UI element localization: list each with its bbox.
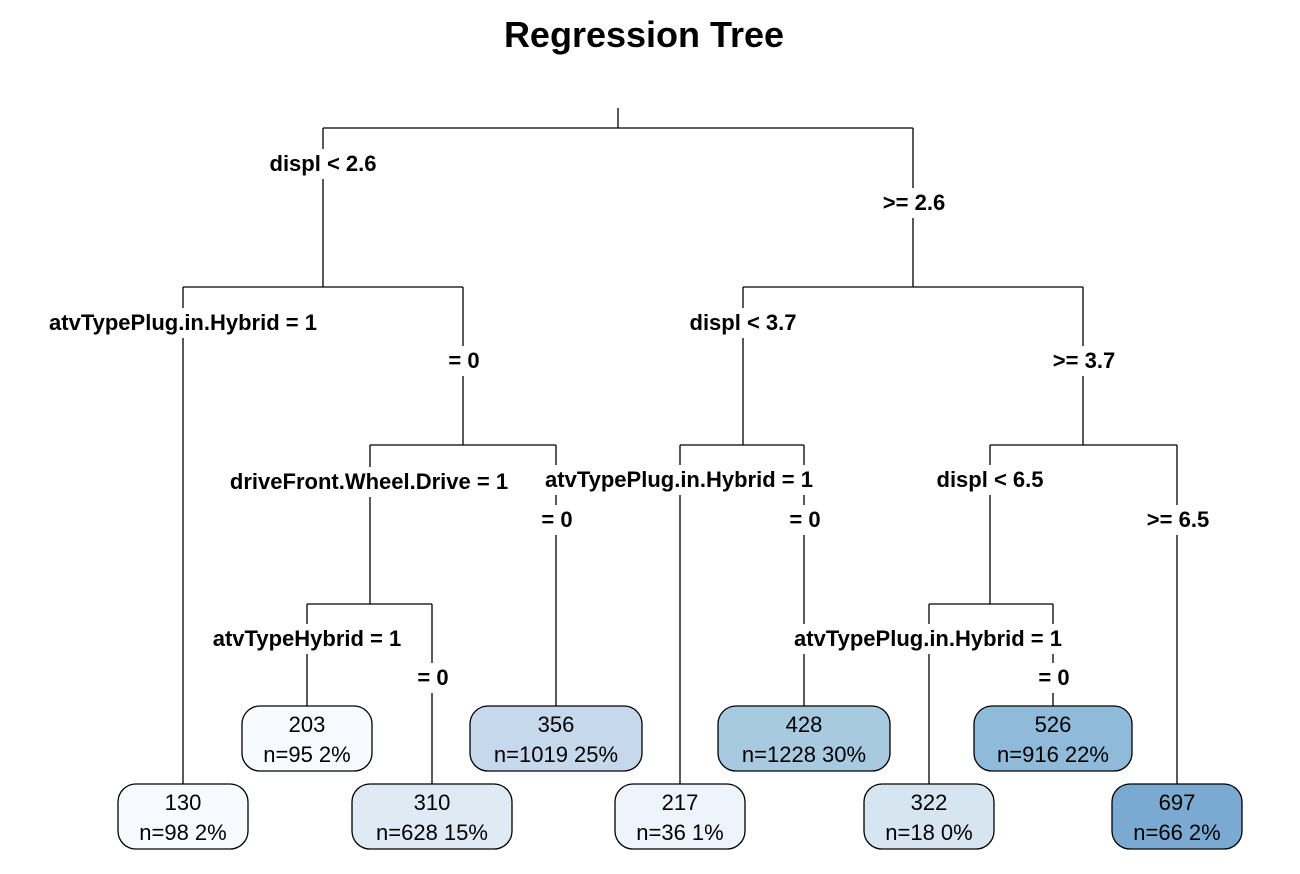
split-label-n5-left: driveFront.Wheel.Drive = 1 [230, 469, 508, 494]
split-label-n2-right: = 0 [448, 348, 479, 373]
split-labels: displ < 2.6 >= 2.6 atvTypePlug.in.Hybrid… [25, 149, 1216, 693]
split-label-n7-right: >= 6.5 [1147, 507, 1209, 532]
diagram-title: Regression Tree [504, 14, 784, 55]
split-label-root-left: displ < 2.6 [270, 151, 377, 176]
leaf-nodes: 130 n=98 2% 203 n=95 2% 310 n=628 15% 35… [117, 705, 1243, 850]
leaf-stats-526: n=916 22% [997, 742, 1109, 767]
leaf-value-428: 428 [786, 712, 823, 737]
leaf-stats-356: n=1019 25% [494, 742, 618, 767]
leaf-node-322: 322 n=18 0% [863, 783, 995, 850]
leaf-box-526 [973, 705, 1133, 772]
leaf-box-356 [469, 705, 643, 772]
leaf-value-217: 217 [662, 790, 699, 815]
leaf-value-130: 130 [165, 790, 202, 815]
tree-edges [182, 108, 1178, 787]
leaf-value-526: 526 [1035, 712, 1072, 737]
split-label-n10-left: atvTypeHybrid = 1 [213, 626, 402, 651]
leaf-stats-697: n=66 2% [1133, 820, 1220, 845]
split-label-n2-left: atvTypePlug.in.Hybrid = 1 [49, 310, 317, 335]
split-label-n7-left: displ < 6.5 [937, 467, 1044, 492]
split-label-n14-right: = 0 [1038, 665, 1069, 690]
split-label-n14-left: atvTypePlug.in.Hybrid = 1 [794, 626, 1062, 651]
leaf-stats-310: n=628 15% [376, 820, 488, 845]
leaf-node-130: 130 n=98 2% [117, 783, 249, 850]
leaf-value-697: 697 [1159, 790, 1196, 815]
leaf-box-697 [1111, 783, 1243, 850]
split-label-n5-right: = 0 [541, 507, 572, 532]
leaf-stats-130: n=98 2% [139, 820, 226, 845]
leaf-value-356: 356 [538, 712, 575, 737]
leaf-node-428: 428 n=1228 30% [717, 705, 891, 772]
leaf-box-217 [614, 783, 746, 850]
leaf-box-203 [241, 705, 373, 772]
edge-node-10 [306, 603, 433, 787]
leaf-node-217: 217 n=36 1% [614, 783, 746, 850]
leaf-value-203: 203 [289, 712, 326, 737]
leaf-node-356: 356 n=1019 25% [469, 705, 643, 772]
leaf-node-310: 310 n=628 15% [351, 783, 513, 850]
leaf-value-322: 322 [911, 790, 948, 815]
leaf-box-322 [863, 783, 995, 850]
leaf-value-310: 310 [414, 790, 451, 815]
leaf-node-697: 697 n=66 2% [1111, 783, 1243, 850]
leaf-node-203: 203 n=95 2% [241, 705, 373, 772]
split-label-root-right: >= 2.6 [883, 190, 945, 215]
leaf-box-428 [717, 705, 891, 772]
edge-root [322, 108, 914, 287]
leaf-stats-322: n=18 0% [885, 820, 972, 845]
split-label-n6-right: = 0 [789, 507, 820, 532]
leaf-box-310 [351, 783, 513, 850]
leaf-box-130 [117, 783, 249, 850]
split-label-n10-right: = 0 [417, 665, 448, 690]
leaf-stats-203: n=95 2% [263, 742, 350, 767]
split-label-n3-left: displ < 3.7 [690, 310, 797, 335]
split-label-n6-left: atvTypePlug.in.Hybrid = 1 [545, 467, 813, 492]
leaf-stats-217: n=36 1% [636, 820, 723, 845]
leaf-stats-428: n=1228 30% [742, 742, 866, 767]
leaf-node-526: 526 n=916 22% [973, 705, 1133, 772]
split-label-n3-right: >= 3.7 [1053, 348, 1115, 373]
